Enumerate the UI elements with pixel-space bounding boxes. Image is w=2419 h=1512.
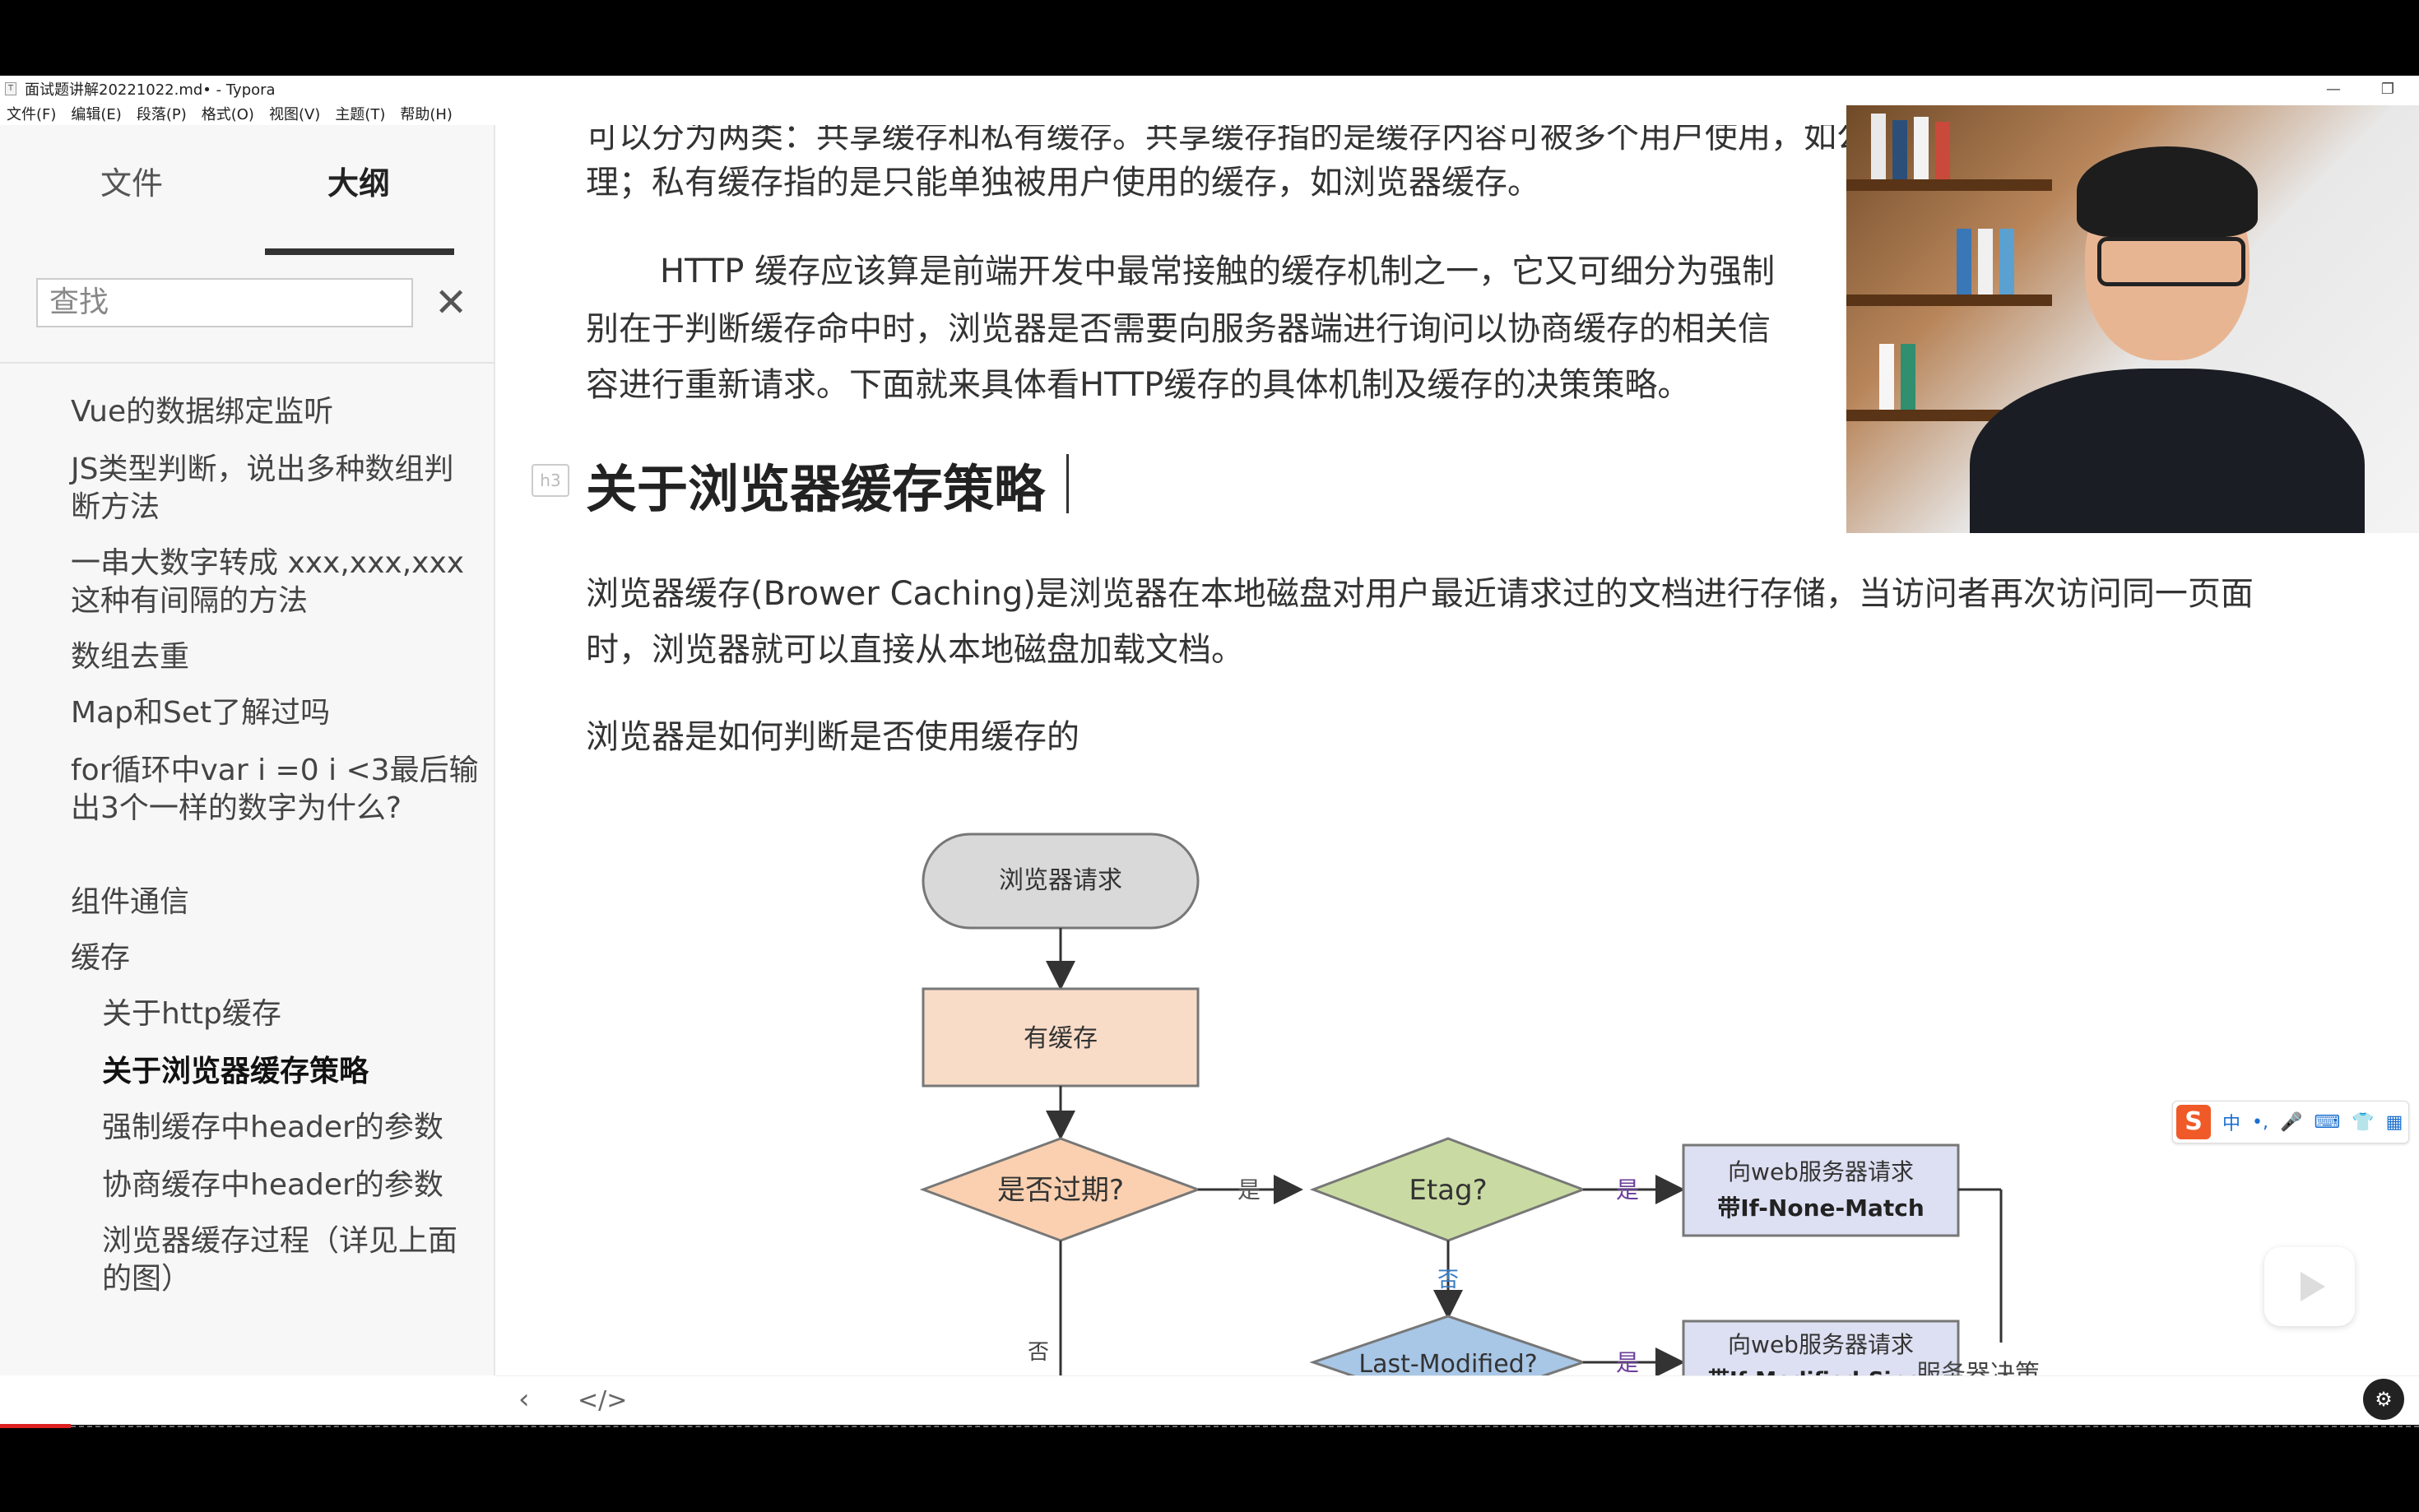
restore-button[interactable]: ❐ <box>2380 80 2395 98</box>
outline-item[interactable]: 关于http缓存 <box>102 997 281 1031</box>
webcam-overlay <box>1846 105 2419 533</box>
outline-item[interactable]: 协商缓存中header的参数 <box>102 1168 443 1202</box>
outline-search-input[interactable]: 查找 <box>36 278 413 327</box>
edge-no-label: 否 <box>1028 1340 1049 1365</box>
edge-yes-label: 是 <box>1616 1349 1639 1375</box>
ime-toolbar[interactable]: S 中 •, 🎤 ⌨ 👕 ▦ <box>2172 1101 2409 1143</box>
node-request-line1: 向web服务器请求 <box>1728 1331 1914 1358</box>
sidebar: 文件 大纲 查找 ✕ Vue的数据绑定监听 JS类型判断，说出多种数组判断方法 … <box>0 125 495 1375</box>
outline-item[interactable]: for循环中var i =0 i <3最后输出3个一样的数字为什么? <box>71 754 479 825</box>
bookshelf <box>1846 295 2052 306</box>
source-mode-button[interactable]: </> <box>578 1386 628 1415</box>
heading-h3[interactable]: 关于浏览器缓存策略 <box>586 459 1046 519</box>
paragraph-line: 浏览器是如何判断是否使用缓存的 <box>586 718 1079 756</box>
outline-item[interactable]: 一串大数字转成 xxx,xxx,xxx 这种有间隔的方法 <box>71 546 465 618</box>
book <box>1957 229 1971 295</box>
book <box>1901 344 1915 410</box>
paragraph-line: 浏览器缓存(Brower Caching)是浏览器在本地磁盘对用户最近请求过的文… <box>586 575 2254 613</box>
heading-level-badge: h3 <box>532 464 569 497</box>
ime-chinese-mode[interactable]: 中 <box>2222 1114 2241 1134</box>
ime-keyboard-icon[interactable]: ⌨ <box>2314 1111 2341 1133</box>
sidebar-divider <box>0 362 494 364</box>
minimize-button[interactable]: — <box>2326 80 2341 98</box>
outline-item[interactable]: 强制缓存中header的参数 <box>102 1111 443 1144</box>
outline-item[interactable]: Vue的数据绑定监听 <box>71 395 334 429</box>
node-request-if-modified-since <box>1682 1320 1960 1375</box>
node-last-modified-label: Last-Modified? <box>1358 1350 1537 1375</box>
node-etag-label: Etag? <box>1409 1174 1487 1207</box>
outline-item[interactable]: 浏览器缓存过程（详见上面的图） <box>102 1224 458 1296</box>
node-request-line2: 带If-None-Match <box>1717 1194 1925 1222</box>
sogou-logo-icon[interactable]: S <box>2176 1105 2211 1139</box>
tab-files[interactable]: 文件 <box>100 165 164 202</box>
status-bar: ‹ </> 29 <box>495 1375 2419 1425</box>
node-has-cache <box>922 987 1200 1088</box>
presenter-glasses <box>2097 237 2245 286</box>
ime-skin-icon[interactable]: 👕 <box>2352 1111 2375 1133</box>
paragraph-line: 时，浏览器就可以直接从本地磁盘加载文档。 <box>586 631 1244 669</box>
paragraph-line: HTTP 缓存应该算是前端开发中最常接触的缓存机制之一，它又可细分为强制 <box>660 253 1776 290</box>
outline-item[interactable]: 缓存 <box>71 941 131 975</box>
edge-yes-label: 是 <box>1616 1176 1639 1204</box>
book <box>1978 229 1993 295</box>
menu-view[interactable]: 视图(V) <box>268 106 321 123</box>
node-last-modified <box>1309 1315 1587 1375</box>
presenter-body <box>1970 369 2365 533</box>
book <box>1879 344 1894 410</box>
node-has-cache-label: 有缓存 <box>1024 1024 1098 1053</box>
node-start-label: 浏览器请求 <box>999 866 1122 895</box>
outline-item-active[interactable]: 关于浏览器缓存策略 <box>102 1055 369 1088</box>
book <box>1999 229 2014 295</box>
book <box>1871 114 1886 179</box>
active-tab-indicator <box>265 248 454 255</box>
menu-file[interactable]: 文件(F) <box>7 106 57 123</box>
video-progress-played <box>0 1424 71 1428</box>
paragraph-line: 理；私有缓存指的是只能单独被用户使用的缓存，如浏览器缓存。 <box>586 164 1540 202</box>
text-caret <box>1066 454 1069 513</box>
node-request-line1: 向web服务器请求 <box>1728 1158 1914 1185</box>
outline-item[interactable]: Map和Set了解过吗 <box>71 696 331 730</box>
window-title: 面试题讲解20221022.md• - Typora <box>25 81 276 99</box>
menu-help[interactable]: 帮助(H) <box>400 106 453 123</box>
paragraph-line: 容进行重新请求。下面就来具体看HTTP缓存的具体机制及缓存的决策策略。 <box>586 366 1691 404</box>
book <box>1892 120 1907 179</box>
outline-item[interactable]: 数组去重 <box>71 640 190 674</box>
menu-edit[interactable]: 编辑(E) <box>71 106 122 123</box>
ime-toolbox-icon[interactable]: ▦ <box>2385 1111 2403 1133</box>
menu-theme[interactable]: 主题(T) <box>335 106 386 123</box>
node-expired-label: 是否过期? <box>997 1174 1124 1207</box>
paragraph-line: 别在于判断缓存命中时，浏览器是否需要向服务器端进行询问以协商缓存的相关信 <box>586 310 1771 348</box>
menu-paragraph[interactable]: 段落(P) <box>136 106 187 123</box>
book <box>1935 122 1950 179</box>
clear-search-icon[interactable]: ✕ <box>434 280 468 326</box>
edge-no-label: 否 <box>1437 1268 1459 1292</box>
video-progress-track[interactable] <box>71 1426 2419 1428</box>
bookshelf <box>1846 179 2052 191</box>
video-play-icon[interactable] <box>2264 1247 2355 1326</box>
outline-item[interactable]: 组件通信 <box>71 885 190 919</box>
settings-icon[interactable]: ⚙ <box>2363 1379 2404 1420</box>
outline-item[interactable]: JS类型判断，说出多种数组判断方法 <box>71 452 454 524</box>
menu-format[interactable]: 格式(O) <box>201 106 254 123</box>
typora-app-icon: T <box>5 82 16 95</box>
ime-voice-icon[interactable]: 🎤 <box>2280 1111 2303 1133</box>
tab-outline[interactable]: 大纲 <box>327 165 391 202</box>
ime-punctuation-icon[interactable]: •, <box>2252 1111 2268 1133</box>
node-server-decide: 服务器决策 <box>1916 1360 2040 1375</box>
presenter-hair <box>2077 146 2258 237</box>
screen: T 面试题讲解20221022.md• - Typora — ❐ 文件(F) 编… <box>0 76 2419 1425</box>
toggle-sidebar-button[interactable]: ‹ <box>518 1383 530 1416</box>
node-request-line2: 带If-Modified-Since <box>1708 1368 1934 1375</box>
cache-flowchart: 浏览器请求 有缓存 是否过期? 是 Etag? 是 向web服务器请求 带If-… <box>919 833 2040 1375</box>
book <box>1914 117 1929 179</box>
title-bar: T 面试题讲解20221022.md• - Typora — ❐ <box>0 76 2419 102</box>
edge-yes-label: 是 <box>1237 1176 1261 1204</box>
